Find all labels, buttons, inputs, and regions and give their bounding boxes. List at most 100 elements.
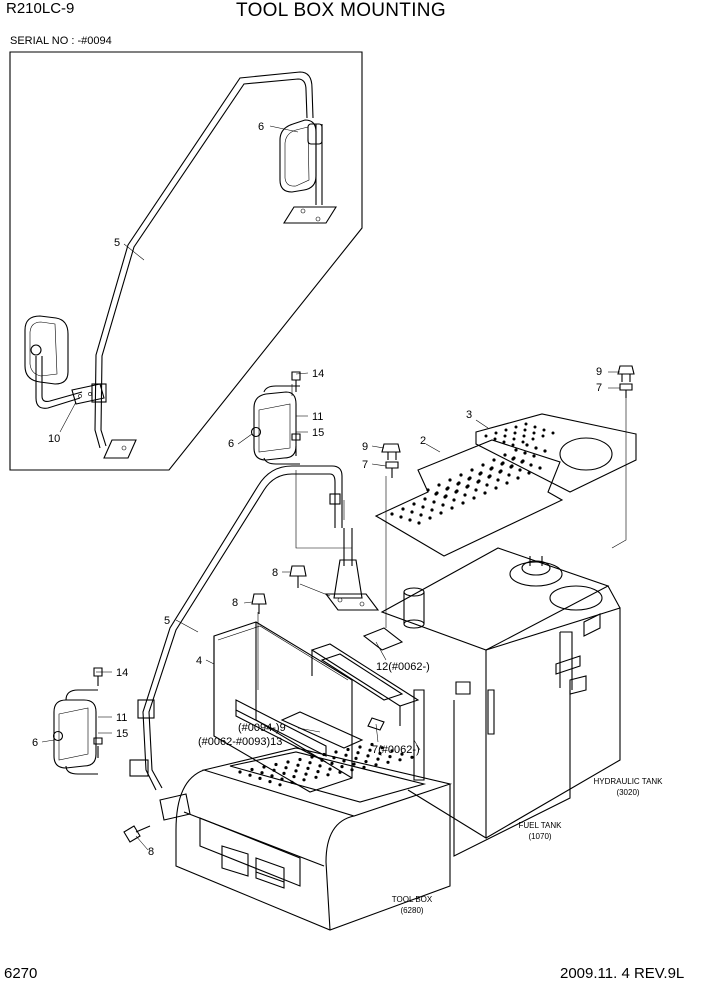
toolbox-hole (262, 765, 266, 769)
toolbox-hole (328, 767, 332, 771)
toolbox-hole (310, 755, 314, 759)
plate-hole (463, 493, 467, 497)
bolt-hardware (123, 365, 635, 843)
toolbox-hole (344, 753, 348, 757)
toolbox-hole (278, 783, 282, 787)
callout-8-left: 8 (232, 597, 238, 609)
main-mirror-stay (129, 465, 380, 821)
plate-hole (505, 481, 509, 485)
plate-hole (484, 434, 488, 438)
toolbox-hole (304, 772, 308, 776)
plate-hole (514, 425, 518, 429)
plate-hole (511, 443, 515, 447)
plate-hole (446, 486, 450, 490)
plate-hole (439, 511, 443, 515)
plate-hole (532, 454, 536, 458)
plate-hole (522, 434, 526, 438)
plate-hole (532, 431, 536, 435)
plate-hole (531, 437, 535, 441)
serial-inset-frame (9, 51, 363, 471)
plate-hole (468, 476, 472, 480)
plate-hole (448, 478, 452, 482)
toolbox-hole (284, 766, 288, 770)
tool-box-lid (213, 621, 353, 793)
plate-hole (428, 516, 432, 520)
callout-9-mid: 9 (362, 441, 368, 453)
plate-hole (479, 471, 483, 475)
tool-box-label: TOOL BOX (392, 895, 433, 904)
plate-hole (408, 518, 412, 522)
plate-hole (503, 434, 507, 438)
date-revision: 2009.11. 4 REV.9L (560, 965, 685, 982)
plate-hole (512, 456, 516, 460)
page-title: TOOL BOX MOUNTING (236, 0, 446, 21)
plate-hole (435, 491, 439, 495)
toolbox-hole (354, 756, 358, 761)
callout-14-bottom: 14 (116, 667, 128, 679)
callout-14-mid: 14 (312, 368, 324, 380)
toolbox-hole (380, 746, 384, 750)
plate-hole (529, 463, 533, 467)
toolbox-hole (366, 754, 370, 758)
toolbox-hole (364, 760, 368, 764)
bottom-mirror-assembly (52, 667, 103, 775)
toolbox-hole (320, 758, 324, 762)
reference-labels: HYDRAULIC TANK (3020) FUEL TANK (1070) T… (392, 777, 663, 915)
callout-7-mid: 7 (362, 459, 368, 471)
hydraulic-tank-ref: (3020) (616, 788, 639, 797)
toolbox-hole (358, 745, 362, 749)
plate-hole (492, 458, 496, 462)
callout-11-mid: 11 (312, 411, 323, 423)
callout-10: 10 (48, 433, 60, 445)
plate-hole (551, 431, 555, 435)
callout-2: 2 (420, 435, 426, 447)
callout-15-bottom: 15 (116, 728, 128, 740)
mid-mirror-assembly (250, 371, 301, 465)
fuel-tank-label: FUEL TANK (519, 821, 563, 830)
plate-hole (510, 464, 514, 468)
support-brackets (280, 643, 420, 749)
plate-hole (496, 478, 500, 482)
plate-hole (401, 507, 405, 511)
toolbox-hole (280, 777, 284, 781)
model-number: R210LC-9 (6, 0, 75, 17)
toolbox-hole (270, 774, 274, 778)
toolbox-hole (292, 775, 296, 779)
hydraulic-tank-label: HYDRAULIC TANK (593, 777, 663, 786)
callout-12: 12(#0062-) (376, 661, 430, 673)
plate-hole (521, 440, 525, 444)
plate-hole (417, 521, 421, 525)
plate-hole (452, 498, 456, 502)
callout-9-serial: (#0094-)9 (238, 722, 286, 734)
plate-hole (521, 459, 525, 463)
plate-hole (423, 497, 427, 501)
toolbox-hole (332, 756, 336, 760)
callout-7-serial: 7(#0062-) (372, 744, 420, 756)
toolbox-hole (308, 761, 312, 765)
callout-9-right: 9 (596, 366, 602, 378)
plate-hole (441, 503, 445, 507)
plate-hole (410, 510, 414, 514)
plate-hole (543, 449, 547, 453)
toolbox-hole (322, 752, 326, 757)
toolbox-hole (294, 769, 298, 773)
plate-hole (466, 484, 470, 488)
plate-hole (474, 488, 478, 492)
toolbox-hole (368, 748, 372, 752)
top-cover-plates (374, 413, 637, 557)
toolbox-hole (248, 773, 252, 777)
callout-3: 3 (466, 409, 472, 421)
toolbox-hole (362, 765, 366, 769)
toolbox-hole (400, 752, 404, 756)
plate-hole (459, 473, 463, 477)
toolbox-hole (260, 771, 264, 775)
callout-7-right: 7 (596, 382, 602, 394)
plate-hole (527, 471, 531, 475)
plate-hole (523, 428, 527, 432)
toolbox-hole (316, 770, 320, 774)
plate-hole (494, 431, 498, 435)
plate-hole (501, 461, 505, 465)
toolbox-hole (238, 770, 242, 774)
plate-hole (477, 479, 481, 483)
